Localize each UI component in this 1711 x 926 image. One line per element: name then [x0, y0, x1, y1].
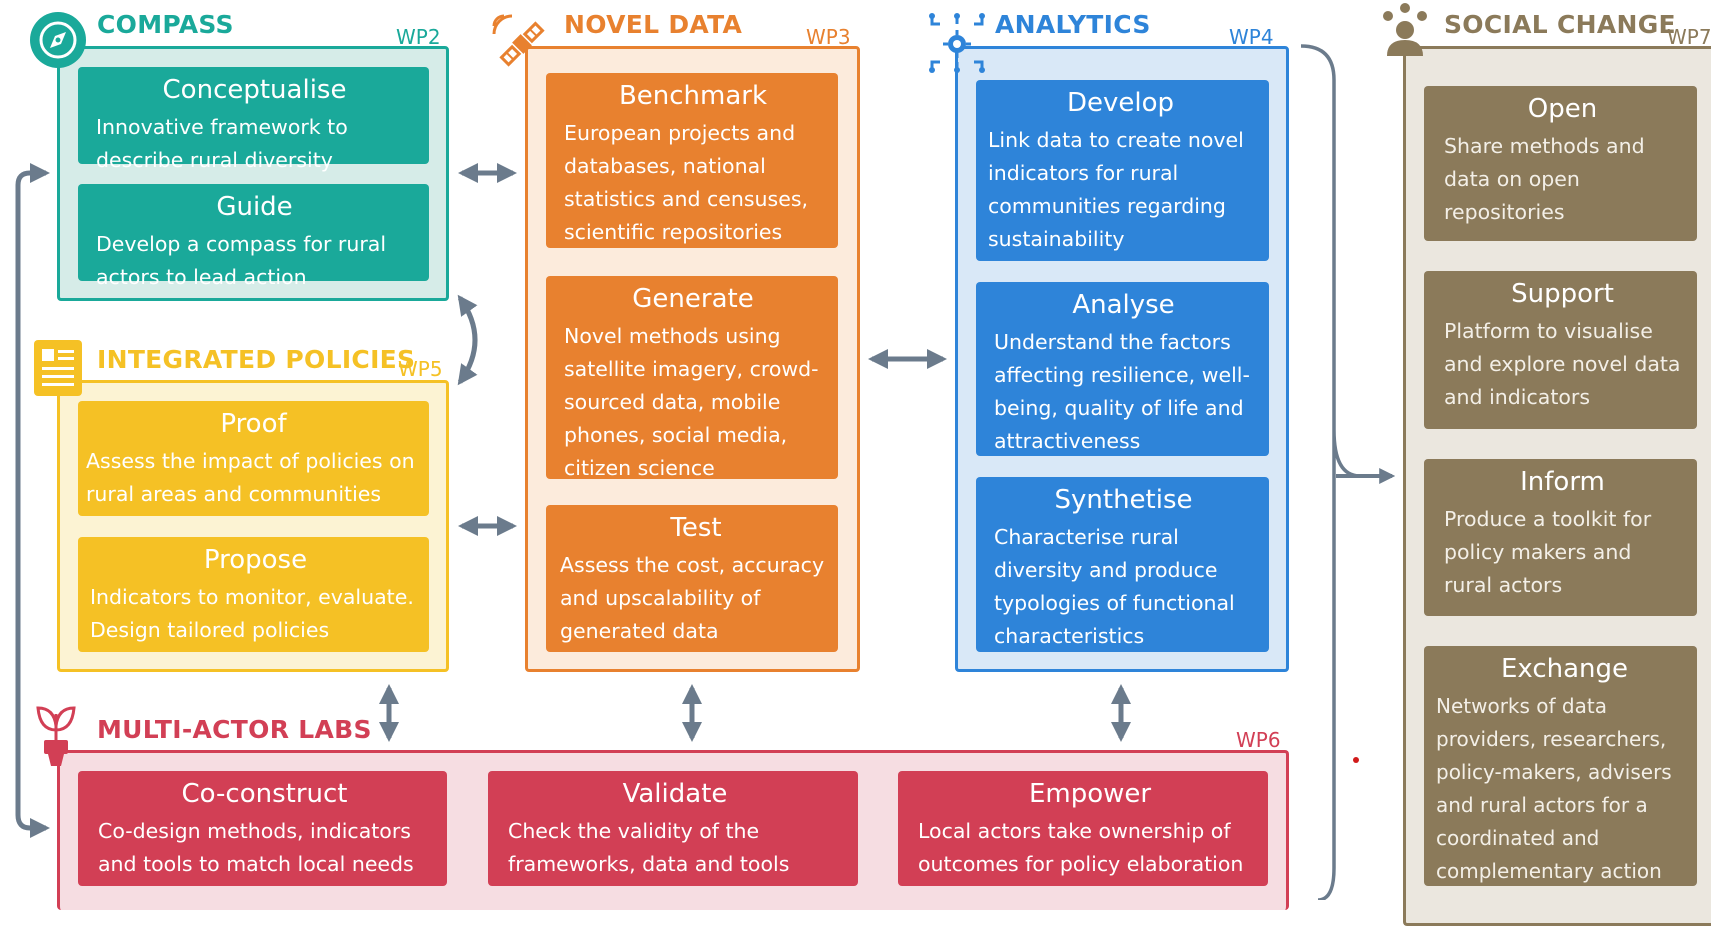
arrow-compass-policies [457, 294, 478, 386]
card-title: Support [1511, 279, 1614, 309]
card-title: Synthetise [1054, 485, 1193, 515]
people-icon [1376, 2, 1434, 58]
card-title: Validate [622, 779, 728, 809]
card-title: Benchmark [618, 81, 768, 111]
card-generate: Generate Novel methods using satellite i… [546, 276, 838, 480]
card-title: Propose [203, 545, 308, 575]
compass-icon [29, 11, 87, 69]
card-propose: Propose Indicators to monitor, evaluate.… [78, 537, 429, 652]
card-support: Support Platform to visualise and explor… [1424, 271, 1697, 429]
network-gear-icon [928, 12, 986, 74]
stray-dot [1353, 757, 1359, 763]
analytics-title: ANALYTICS [995, 10, 1151, 39]
card-text: Assess the cost, accuracy and upscalabil… [560, 553, 825, 643]
novel-data-title: NOVEL DATA [564, 10, 743, 39]
card-text: Networks of data providers, researchers,… [1436, 694, 1672, 883]
card-title: Inform [1520, 467, 1605, 497]
card-text: Indicators to monitor, evaluate. Design … [90, 585, 414, 642]
card-title: Exchange [1500, 654, 1629, 684]
card-text: Share methods and data on open repositor… [1444, 134, 1645, 224]
arrow-compass-labs-loop [15, 163, 50, 838]
card-title: Develop [1066, 88, 1175, 118]
card-empower: Empower Local actors take ownership of o… [898, 771, 1268, 886]
card-inform: Inform Produce a toolkit for policy make… [1424, 459, 1697, 616]
card-text: Novel methods using satellite imagery, c… [564, 324, 819, 480]
card-text: Local actors take ownership of outcomes … [918, 819, 1244, 876]
card-conceptualise: Conceptualise Innovative framework to de… [78, 67, 429, 172]
satellite-icon [490, 12, 550, 72]
card-title: Co-construct [181, 779, 348, 809]
card-text: Produce a toolkit for policy makers and … [1444, 507, 1652, 597]
card-text: Characterise rural diversity and produce… [994, 525, 1235, 648]
card-guide: Guide Develop a compass for rural actors… [78, 184, 429, 289]
analytics-wp-label: WP4 [1229, 25, 1274, 49]
card-text: Co-design methods, indicators and tools … [98, 819, 414, 876]
card-develop: Develop Link data to create novel indica… [976, 80, 1269, 261]
card-title: Open [1527, 94, 1598, 124]
card-text: Understand the factors affecting resilie… [994, 330, 1250, 453]
card-benchmark: Benchmark European projects and database… [546, 73, 838, 248]
policies-title: INTEGRATED POLICIES [97, 345, 416, 374]
card-text: Develop a compass for rural actors to le… [96, 232, 387, 289]
card-title: Test [670, 513, 722, 543]
card-proof: Proof Assess the impact of policies on r… [78, 401, 429, 516]
card-text: Link data to create novel indicators for… [988, 128, 1244, 251]
compass-title: COMPASS [97, 10, 234, 39]
card-text: European projects and databases, nationa… [564, 121, 809, 244]
card-title: Guide [216, 192, 293, 222]
card-co-construct: Co-construct Co-design methods, indicato… [78, 771, 447, 886]
bracket-to-social-change [1300, 44, 1361, 900]
connector-arrows [15, 44, 1396, 900]
novel-data-wp-label: WP3 [806, 25, 851, 49]
card-text: Platform to visualise and explore novel … [1444, 319, 1681, 409]
card-exchange: Exchange Networks of data providers, res… [1424, 646, 1697, 886]
card-title: Analyse [1072, 290, 1175, 320]
card-text: Check the validity of the frameworks, da… [508, 819, 790, 876]
card-text: Assess the impact of policies on rural a… [86, 449, 415, 506]
social-change-title: SOCIAL CHANGE [1444, 10, 1676, 39]
card-synthetise: Synthetise Characterise rural diversity … [976, 477, 1269, 652]
card-title: Generate [632, 284, 754, 314]
compass-wp-label: WP2 [396, 25, 441, 49]
card-analyse: Analyse Understand the factors affecting… [976, 282, 1269, 456]
card-title: Conceptualise [162, 75, 347, 105]
card-test: Test Assess the cost, accuracy and upsca… [546, 505, 838, 652]
policies-wp-label: WP5 [398, 357, 443, 381]
card-title: Proof [220, 409, 287, 439]
social-change-wp-label: WP7 [1667, 25, 1711, 49]
card-title: Empower [1028, 779, 1152, 809]
card-open: Open Share methods and data on open repo… [1424, 86, 1697, 241]
labs-wp-label: WP6 [1236, 728, 1281, 752]
card-text: Innovative framework to describe rural d… [96, 115, 348, 172]
labs-title: MULTI-ACTOR LABS [97, 715, 372, 744]
card-validate: Validate Check the validity of the frame… [488, 771, 858, 886]
